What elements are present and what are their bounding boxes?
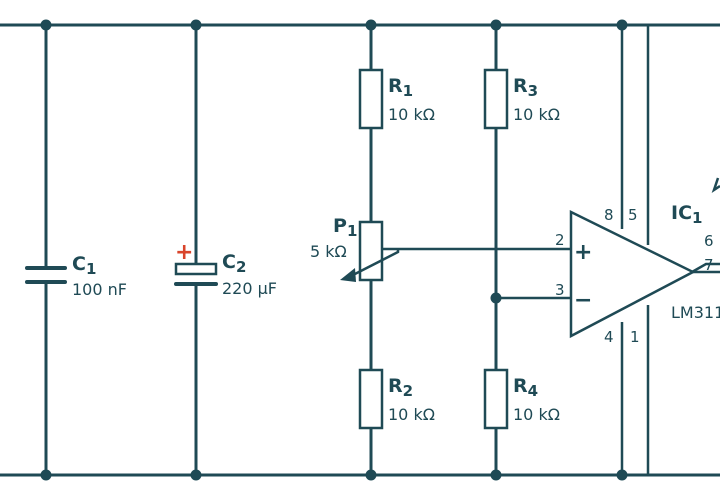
r1-value: 10 kΩ (388, 105, 435, 124)
ic1-pin-7-label: 7 (704, 256, 714, 274)
output-arrow-icon (711, 177, 720, 194)
ic1-pin6-wire (691, 262, 720, 274)
comparator-ic1: + − 2 3 8 5 4 1 6 7 IC1 LM311 (555, 25, 720, 475)
ic1-noninverting-sign: + (574, 240, 592, 265)
potentiometer-p1: P1 5 kΩ (310, 215, 573, 282)
junction-node (616, 19, 628, 31)
r3-label: R3 (513, 75, 538, 100)
junction-node (365, 19, 377, 31)
c1-value: 100 nF (72, 280, 127, 299)
junction-node (365, 469, 377, 481)
r2-label: R2 (388, 375, 413, 400)
p1-wiper-arm (350, 249, 400, 278)
ic1-label: IC1 (671, 202, 702, 227)
junction-node (40, 469, 52, 481)
c2-value: 220 µF (222, 279, 277, 298)
junction-node (490, 19, 502, 31)
r1-label: R1 (388, 75, 413, 100)
ic1-pin-6-label: 6 (704, 232, 714, 250)
r4-label: R4 (513, 375, 538, 400)
junction-node (490, 469, 502, 481)
junction-node (190, 19, 202, 31)
resistor-r3 (483, 68, 509, 130)
ic1-pin-8-label: 8 (604, 206, 614, 224)
ic1-pin-5-label: 5 (628, 206, 638, 224)
ic1-pin-1-label: 1 (630, 328, 640, 346)
r4-value: 10 kΩ (513, 405, 560, 424)
p1-body (358, 220, 384, 282)
junction-node (190, 469, 202, 481)
resistor-r1 (358, 68, 384, 130)
capacitor-c2: + C2 220 µF (174, 23, 277, 477)
capacitor-c1: C1 100 nF (25, 23, 127, 477)
divider-column-right: R3 10 kΩ R4 10 kΩ (483, 23, 573, 477)
p1-value: 5 kΩ (310, 242, 347, 261)
ic1-pin-2-label: 2 (555, 231, 565, 249)
junction-nodes (40, 19, 628, 481)
ic1-triangle-body (569, 209, 696, 339)
ic1-pin-3-label: 3 (555, 281, 565, 299)
p1-label: P1 (333, 215, 357, 240)
ic1-inverting-sign: − (574, 288, 592, 313)
c2-label: C2 (222, 251, 246, 276)
r3-value: 10 kΩ (513, 105, 560, 124)
junction-node (490, 292, 502, 304)
p1-wiper-arrow-icon (340, 268, 356, 282)
resistor-r2 (358, 368, 384, 430)
r2-value: 10 kΩ (388, 405, 435, 424)
junction-node (40, 19, 52, 31)
junction-node (616, 469, 628, 481)
ic1-part-number: LM311 (671, 303, 720, 322)
resistor-r4 (483, 368, 509, 430)
c2-plate-positive (174, 262, 218, 276)
c1-label: C1 (72, 253, 96, 278)
c2-polarity-mark: + (175, 240, 193, 265)
ic1-pin-4-label: 4 (604, 328, 614, 346)
divider-column-left: R1 10 kΩ P1 5 kΩ R2 10 kΩ (310, 23, 573, 477)
